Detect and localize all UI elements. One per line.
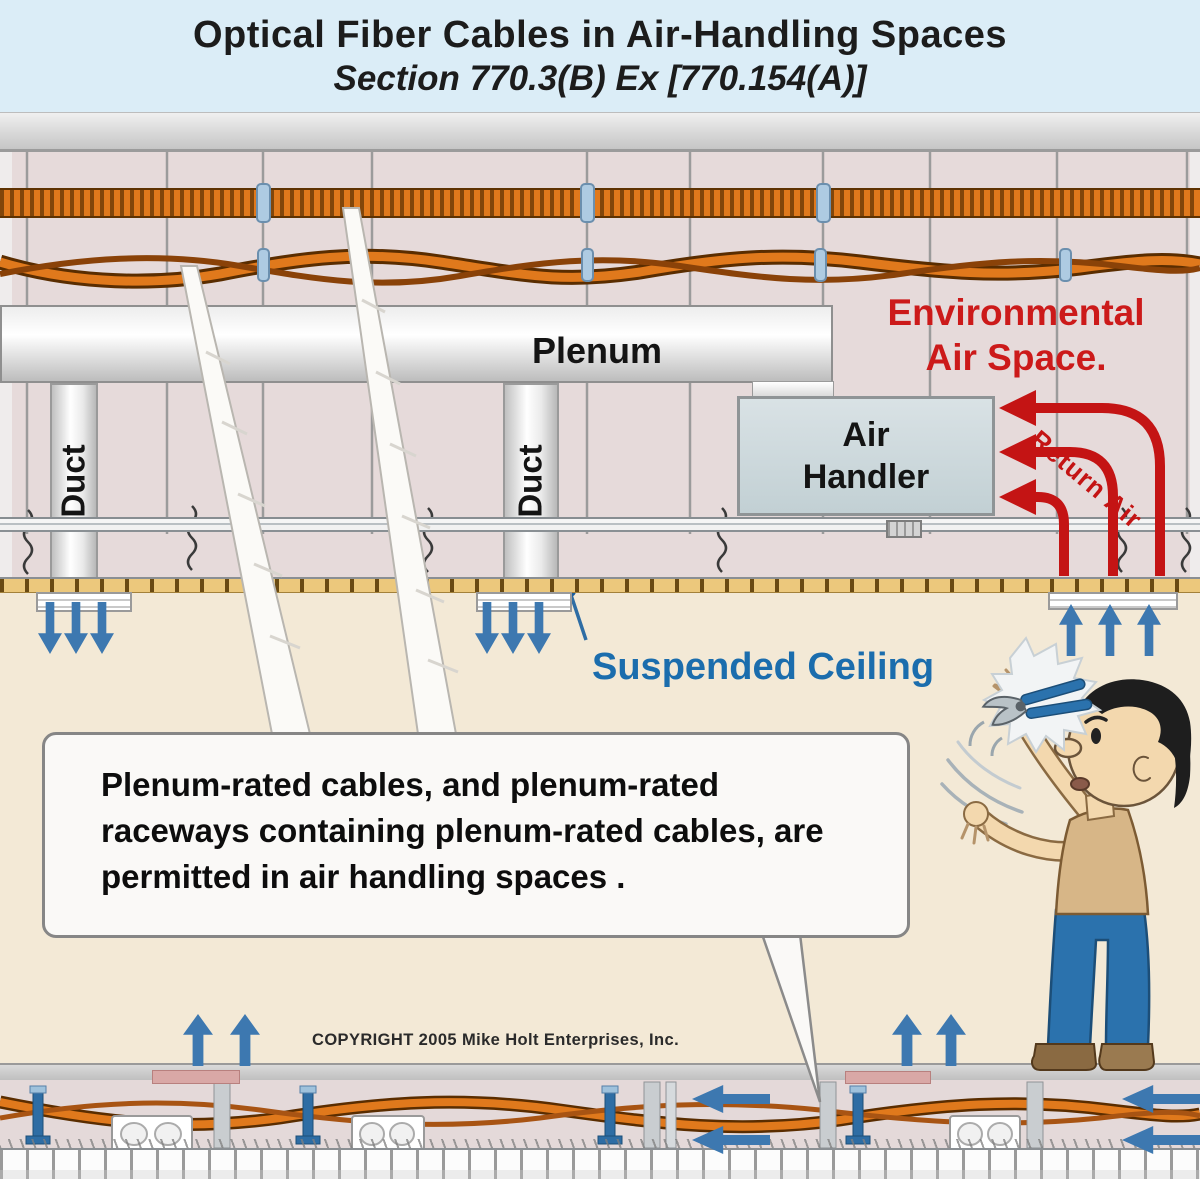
ceiling-grid-rail (0, 517, 1200, 532)
cable-clip (257, 248, 270, 282)
air-handler-label: Air Handler (802, 415, 930, 497)
title-band: Optical Fiber Cables in Air-Handling Spa… (0, 0, 1200, 112)
cable-clip (1059, 248, 1072, 282)
environmental-line2: Air Space. (925, 337, 1107, 379)
right-wall (1190, 152, 1200, 577)
cable-clip (581, 248, 594, 282)
ceiling-fixture-base (845, 1071, 931, 1084)
insulation-hatch (0, 1139, 1200, 1150)
cable-clip (256, 183, 271, 223)
environmental-line1: Environmental (887, 292, 1145, 333)
cable-clip (816, 183, 831, 223)
page-title: Optical Fiber Cables in Air-Handling Spa… (192, 13, 1008, 56)
callout-text: Plenum-rated cables, and plenum-rated ra… (101, 766, 824, 896)
code-section-subtitle: Section 770.3(B) Ex [770.154(A)] (333, 58, 867, 98)
plenum-duct (0, 305, 833, 383)
junction-box (886, 520, 922, 538)
duct-label: Duct (55, 444, 92, 518)
plenum-label: Plenum (531, 330, 663, 371)
lower-plenum-space (0, 1080, 1200, 1148)
environmental-air-space-label: Environmental Air Space. (856, 290, 1176, 380)
air-diffuser (36, 592, 132, 612)
suspended-ceiling-bar (0, 577, 1200, 593)
suspended-ceiling-label: Suspended Ceiling (592, 646, 935, 688)
ceiling-fixture-base (152, 1070, 240, 1084)
air-diffuser (476, 592, 572, 612)
duct-label: Duct (512, 444, 549, 518)
return-grille (1048, 592, 1178, 610)
cable-clip (814, 248, 827, 282)
cable-clip (580, 183, 595, 223)
cable-tray-run (0, 188, 1200, 218)
air-handler-box: Air Handler (737, 396, 995, 516)
building-slab-top (0, 112, 1200, 152)
lower-ceiling-tiles-row2 (0, 1170, 1200, 1179)
supply-duct-left: Duct (50, 383, 98, 579)
copyright-notice: COPYRIGHT 2005 Mike Holt Enterprises, In… (312, 1031, 680, 1049)
lower-ceiling-tiles (0, 1148, 1200, 1170)
supply-duct-right: Duct (503, 383, 559, 579)
callout-bubble: Plenum-rated cables, and plenum-rated ra… (42, 732, 910, 938)
